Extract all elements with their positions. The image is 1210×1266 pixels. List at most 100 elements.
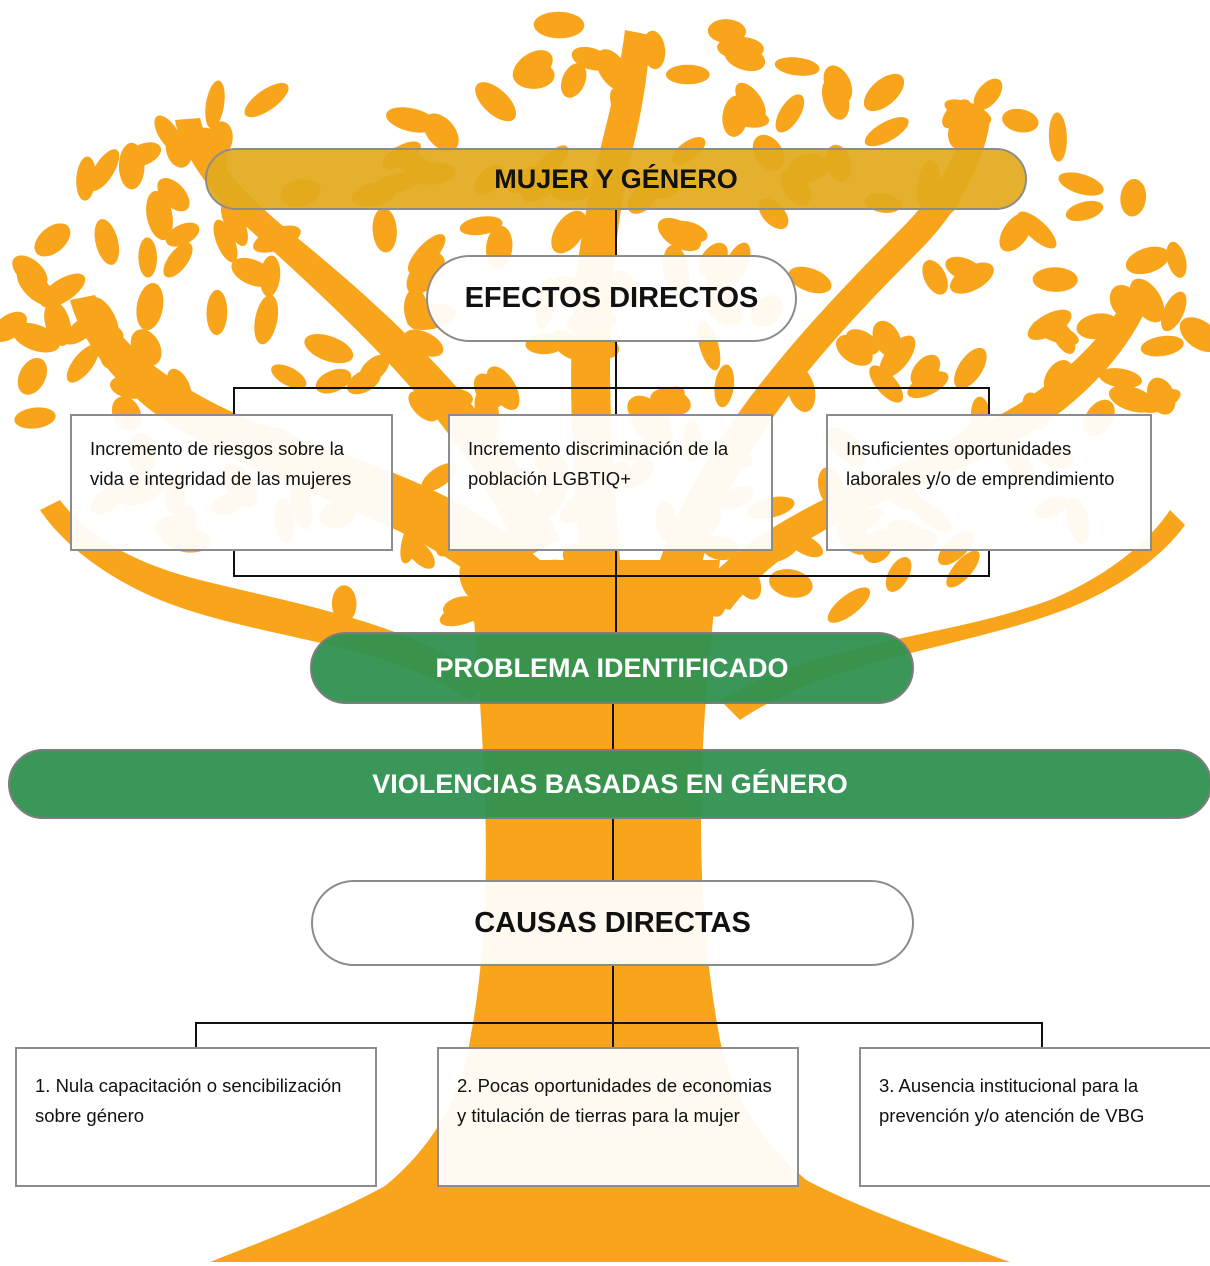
connector-effects-top-bar <box>233 387 990 389</box>
leaf-shape <box>872 320 902 358</box>
leaf-shape <box>1048 112 1067 162</box>
leaf-shape <box>643 386 685 421</box>
leaf-shape <box>1160 291 1187 332</box>
leaf-shape <box>459 216 503 236</box>
connector-effects-drop-1 <box>233 387 235 415</box>
effects-heading: EFECTOS DIRECTOS <box>426 255 797 342</box>
leaf-shape <box>94 219 120 265</box>
effect-box-3: Insuficientes oportunidades laborales y/… <box>826 414 1152 551</box>
connector-causes-bar <box>195 1022 1043 1024</box>
leaf-shape <box>1002 108 1039 133</box>
leaf-shape <box>206 289 228 336</box>
leaf-shape <box>864 117 909 147</box>
leaf-shape <box>138 237 158 278</box>
connector-causes-drop-1 <box>195 1022 197 1048</box>
leaf-shape <box>973 78 1003 110</box>
connector-violence-to-causes <box>612 819 614 881</box>
leaf-shape <box>459 559 488 602</box>
leaf-shape <box>220 199 248 246</box>
leaf-shape <box>1099 368 1142 389</box>
leaf-shape <box>610 87 637 133</box>
leaf-shape <box>166 368 192 406</box>
connector-effects-drop-3 <box>988 387 990 415</box>
leaf-shape <box>421 463 457 492</box>
leaf-shape <box>423 113 459 152</box>
leaf-shape <box>1076 313 1119 340</box>
problem-statement: VIOLENCIAS BASADAS EN GÉNERO <box>8 749 1210 819</box>
leaf-shape <box>17 357 48 395</box>
leaf-shape <box>304 334 354 364</box>
leaf-shape <box>1065 200 1104 222</box>
leaf-shape <box>879 335 916 378</box>
effect-box-1: Incremento de riesgos sobre la vida e in… <box>70 414 393 551</box>
leaf-shape <box>66 344 99 383</box>
leaf-shape <box>821 77 850 120</box>
leaf-shape <box>1108 385 1156 413</box>
leaf-shape <box>560 63 587 98</box>
leaf-shape <box>944 99 992 125</box>
leaf-shape <box>593 577 633 603</box>
leaf-shape <box>954 347 987 389</box>
leaf-shape <box>89 149 120 191</box>
leaf-shape <box>949 262 994 294</box>
leaf-shape <box>1058 172 1104 196</box>
leaf-shape <box>722 95 749 137</box>
leaf-shape <box>463 594 501 616</box>
leaf-shape <box>165 222 200 247</box>
leaf-shape <box>254 294 279 345</box>
leaf-shape <box>16 268 55 306</box>
leaf-shape <box>34 223 71 257</box>
leaf-shape <box>700 568 727 617</box>
leaf-shape <box>315 368 352 394</box>
effect-box-2: Incremento discriminación de la població… <box>448 414 773 551</box>
problem-label: PROBLEMA IDENTIFICADO <box>310 632 914 704</box>
connector-effects-stem <box>615 342 617 388</box>
connector-effects-bottom-bar <box>233 575 990 577</box>
leaf-shape <box>827 587 871 623</box>
leaf-shape <box>165 131 193 168</box>
leaf-shape <box>118 142 145 190</box>
leaf-shape <box>670 220 708 243</box>
leaf-shape <box>775 94 805 133</box>
leaf-shape <box>714 364 735 408</box>
connector-effects-rise-1 <box>233 550 235 577</box>
leaf-shape <box>625 574 651 616</box>
leaf-shape <box>12 322 60 353</box>
leaf-shape <box>735 82 766 120</box>
leaf-shape <box>885 557 912 592</box>
tree-roots <box>210 1120 1010 1262</box>
causes-heading: CAUSAS DIRECTAS <box>311 880 914 966</box>
leaf-shape <box>253 225 301 253</box>
connector-causes-drop-2 <box>612 1022 614 1048</box>
leaf-shape <box>521 559 572 584</box>
leaf-shape <box>1017 211 1057 249</box>
leaf-shape <box>731 557 762 600</box>
leaf-shape <box>590 603 633 631</box>
leaf-shape <box>869 365 904 403</box>
leaf-shape <box>846 329 880 355</box>
leaf-shape <box>1032 320 1079 346</box>
leaf-shape <box>642 30 666 70</box>
leaf-shape <box>136 282 164 331</box>
connector-effects-drop-2 <box>615 387 617 415</box>
leaf-shape <box>1140 335 1184 357</box>
connector-to-problem <box>615 575 617 633</box>
connector-causes-drop-3 <box>1041 1022 1043 1048</box>
leaf-shape <box>163 242 193 278</box>
leaf-shape <box>946 550 980 588</box>
leaf-shape <box>533 11 585 39</box>
leaf-shape <box>551 210 587 254</box>
connector-problem-to-violence <box>612 704 614 750</box>
leaf-shape <box>81 315 124 341</box>
leaf-shape <box>259 255 281 297</box>
cause-box-3: 3. Ausencia institucional para la preven… <box>859 1047 1210 1187</box>
leaf-shape <box>473 373 503 409</box>
leaf-shape <box>768 569 813 598</box>
leaf-shape <box>76 156 96 201</box>
cause-box-2: 2. Pocas oportunidades de economias y ti… <box>437 1047 799 1187</box>
leaf-shape <box>14 407 56 429</box>
leaf-shape <box>774 57 820 76</box>
connector-effects-rise-3 <box>988 550 990 577</box>
leaf-shape <box>406 538 435 569</box>
leaf-shape <box>1166 241 1187 278</box>
